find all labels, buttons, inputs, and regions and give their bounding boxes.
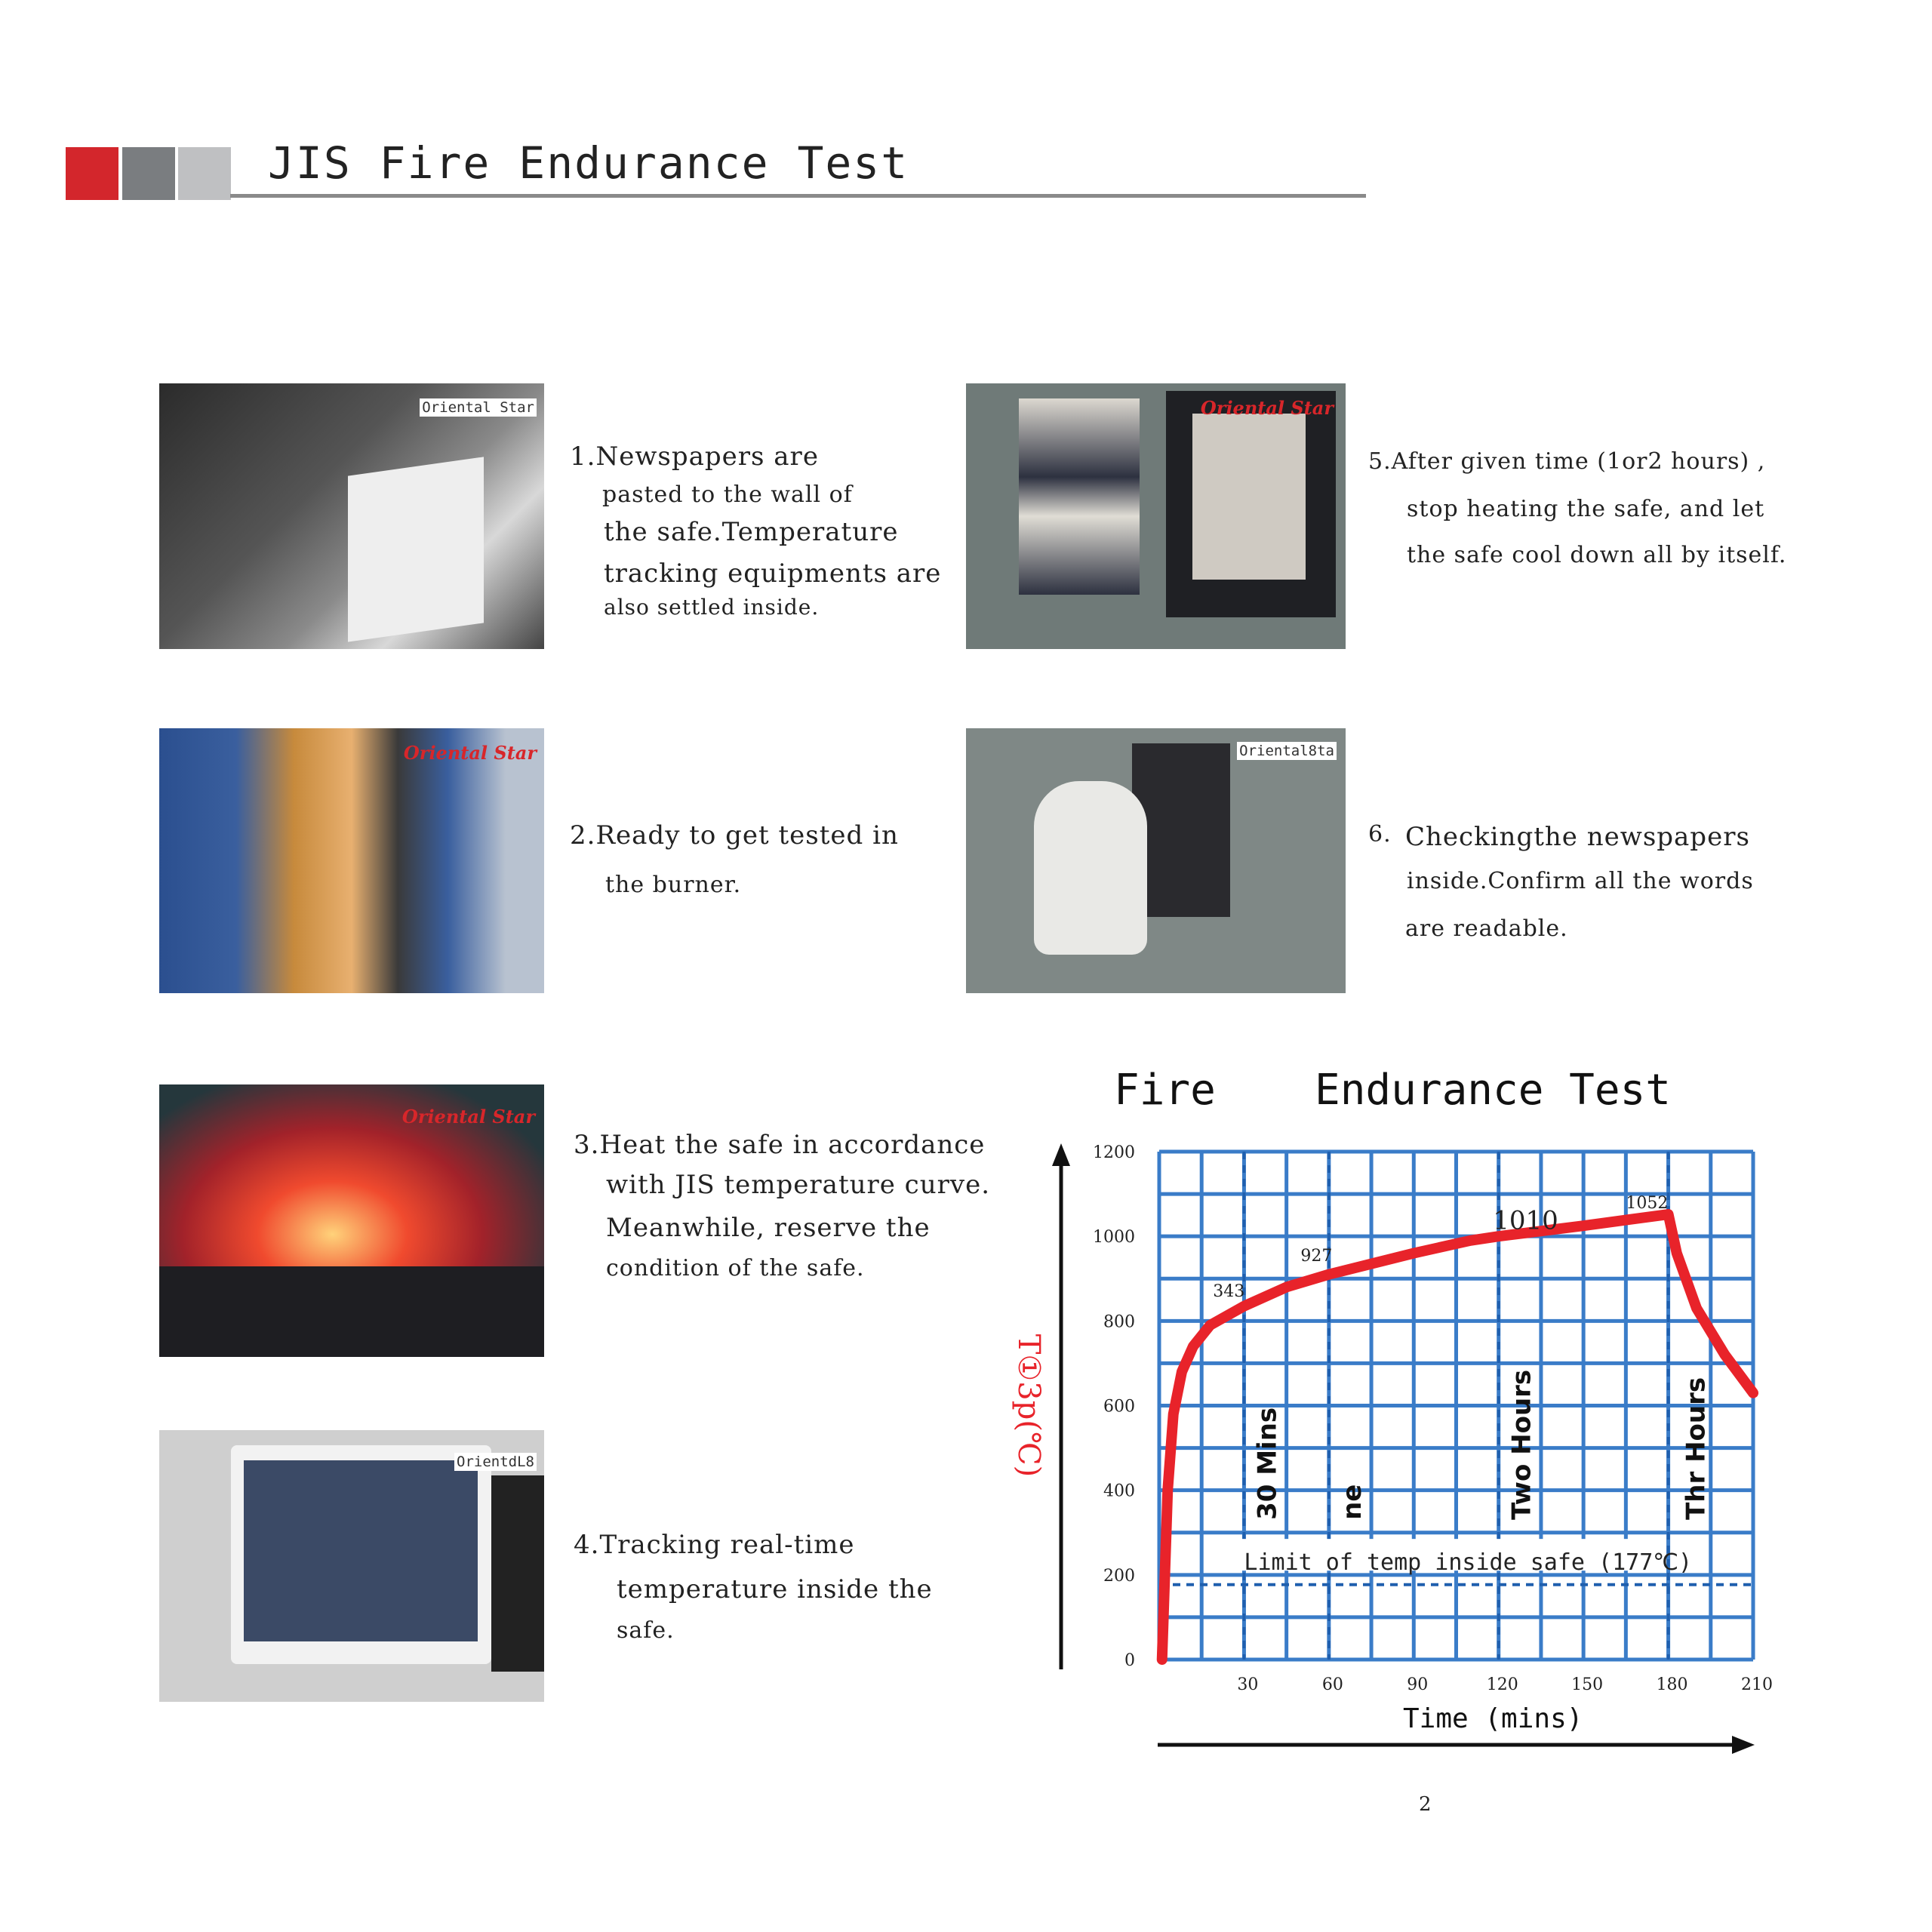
- step5-line: the safe cool down all by itself.: [1407, 542, 1787, 568]
- photo-monitor: OrientdL8: [159, 1430, 544, 1702]
- photo-watermark: Oriental Star: [420, 398, 537, 417]
- data-label: 1010: [1493, 1206, 1558, 1236]
- step3-line: Meanwhile, reserve the: [606, 1213, 931, 1243]
- step5-line: stop heating the safe, and let: [1407, 496, 1765, 522]
- step4-line: safe.: [617, 1617, 675, 1644]
- x-tick-label: 180: [1657, 1675, 1688, 1694]
- title-underline: [230, 194, 1366, 198]
- photo-burner: Oriental Star: [159, 728, 544, 993]
- data-label: 343: [1213, 1282, 1244, 1301]
- x-arrowhead-icon: [1732, 1736, 1755, 1754]
- step1-line: 1.Newspapers are: [570, 441, 819, 472]
- photo-watermark: Oriental Star: [403, 742, 537, 764]
- x-tick-label: 120: [1487, 1675, 1518, 1694]
- y-tick-label: 0: [1124, 1651, 1135, 1670]
- data-label: 1052: [1626, 1194, 1668, 1213]
- photo-watermark: Oriental Star: [401, 1106, 535, 1128]
- photo-heating: Oriental Star: [159, 1084, 544, 1357]
- marker-label: Two Hours: [1507, 1370, 1537, 1520]
- marker-label: Thr Hours: [1681, 1377, 1712, 1520]
- page-title: JIS Fire Endurance Test: [268, 137, 909, 189]
- header-lightgray-square: [178, 147, 231, 200]
- step1-line: the safe.Temperature: [604, 517, 899, 547]
- chart-title-left: Fire: [1114, 1066, 1216, 1115]
- data-label: 927: [1300, 1247, 1332, 1266]
- header-red-square: [66, 147, 118, 200]
- step6-line: Checkingthe newspapers: [1405, 822, 1750, 852]
- limit-label: Limit of temp inside safe (177℃): [1244, 1549, 1692, 1576]
- photo-checking-newspapers: Oriental8ta: [966, 728, 1346, 993]
- step4-line: 4.Tracking real-time: [574, 1530, 855, 1560]
- y-tick-label: 1200: [1093, 1143, 1135, 1162]
- x-axis-label: Time (mins): [1403, 1703, 1583, 1734]
- chart-title-right: Endurance Test: [1315, 1066, 1672, 1115]
- step3-line: with JIS temperature curve.: [606, 1170, 991, 1200]
- step1-line: pasted to the wall of: [602, 481, 853, 508]
- step4-line: temperature inside the: [617, 1574, 933, 1604]
- step3-line: 3.Heat the safe in accordance: [574, 1130, 986, 1160]
- y-tick-label: 600: [1103, 1398, 1135, 1417]
- marker-label: ne: [1337, 1484, 1367, 1520]
- step6-number: 6.: [1368, 821, 1392, 848]
- step2-line: 2.Ready to get tested in: [570, 820, 899, 851]
- x-tick-label: 210: [1741, 1675, 1773, 1694]
- x-tick-label: 30: [1237, 1675, 1258, 1694]
- x-tick-label: 60: [1322, 1675, 1343, 1694]
- page-number: 2: [1419, 1793, 1432, 1816]
- x-tick-label: 150: [1571, 1675, 1603, 1694]
- photo-burnt-safes: Oriental Star: [966, 383, 1346, 649]
- x-tick-label: 90: [1407, 1675, 1428, 1694]
- step3-line: condition of the safe.: [606, 1255, 865, 1281]
- photo-watermark: OrientdL8: [454, 1453, 537, 1471]
- y-axis-label: T①3p(℃): [1011, 1334, 1046, 1478]
- step5-line: 5.After given time (1or2 hours) ,: [1368, 448, 1766, 475]
- y-tick-label: 400: [1103, 1482, 1135, 1501]
- step1-line: also settled inside.: [604, 595, 820, 620]
- y-arrowhead-icon: [1052, 1143, 1070, 1166]
- step6-line: inside.Confirm all the words: [1407, 868, 1754, 894]
- step6-line: are readable.: [1405, 915, 1568, 942]
- step1-line: tracking equipments are: [604, 558, 942, 589]
- temperature-curve: [1156, 1209, 1758, 1665]
- y-tick-label: 1000: [1093, 1228, 1135, 1247]
- photo-watermark: Oriental8ta: [1237, 742, 1337, 760]
- y-tick-label: 800: [1103, 1312, 1135, 1331]
- y-tick-label: 200: [1103, 1567, 1135, 1586]
- limit-label-bg: [1241, 1539, 1663, 1571]
- marker-label: 30 Mins: [1252, 1407, 1282, 1520]
- photo-newspapers-in-safe: Oriental Star: [159, 383, 544, 649]
- header-gray-square: [122, 147, 175, 200]
- photo-watermark: Oriental Star: [1200, 397, 1334, 419]
- step2-line: the burner.: [605, 872, 742, 898]
